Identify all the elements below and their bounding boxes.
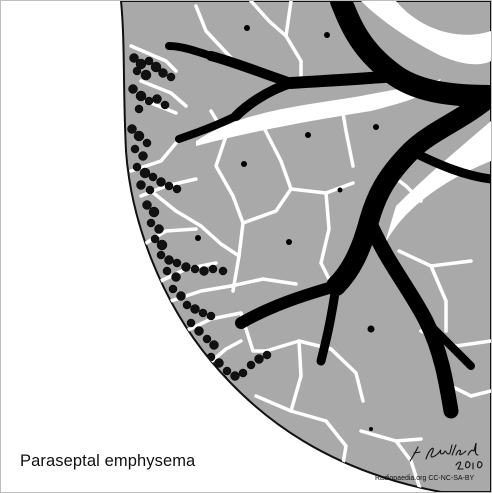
lung-tissue — [121, 1, 491, 492]
figure-caption: Paraseptal emphysema — [20, 452, 195, 471]
artist-signature — [406, 439, 488, 473]
license-credit: Radiopaedia.org CC-NC-SA-BY — [375, 475, 474, 482]
